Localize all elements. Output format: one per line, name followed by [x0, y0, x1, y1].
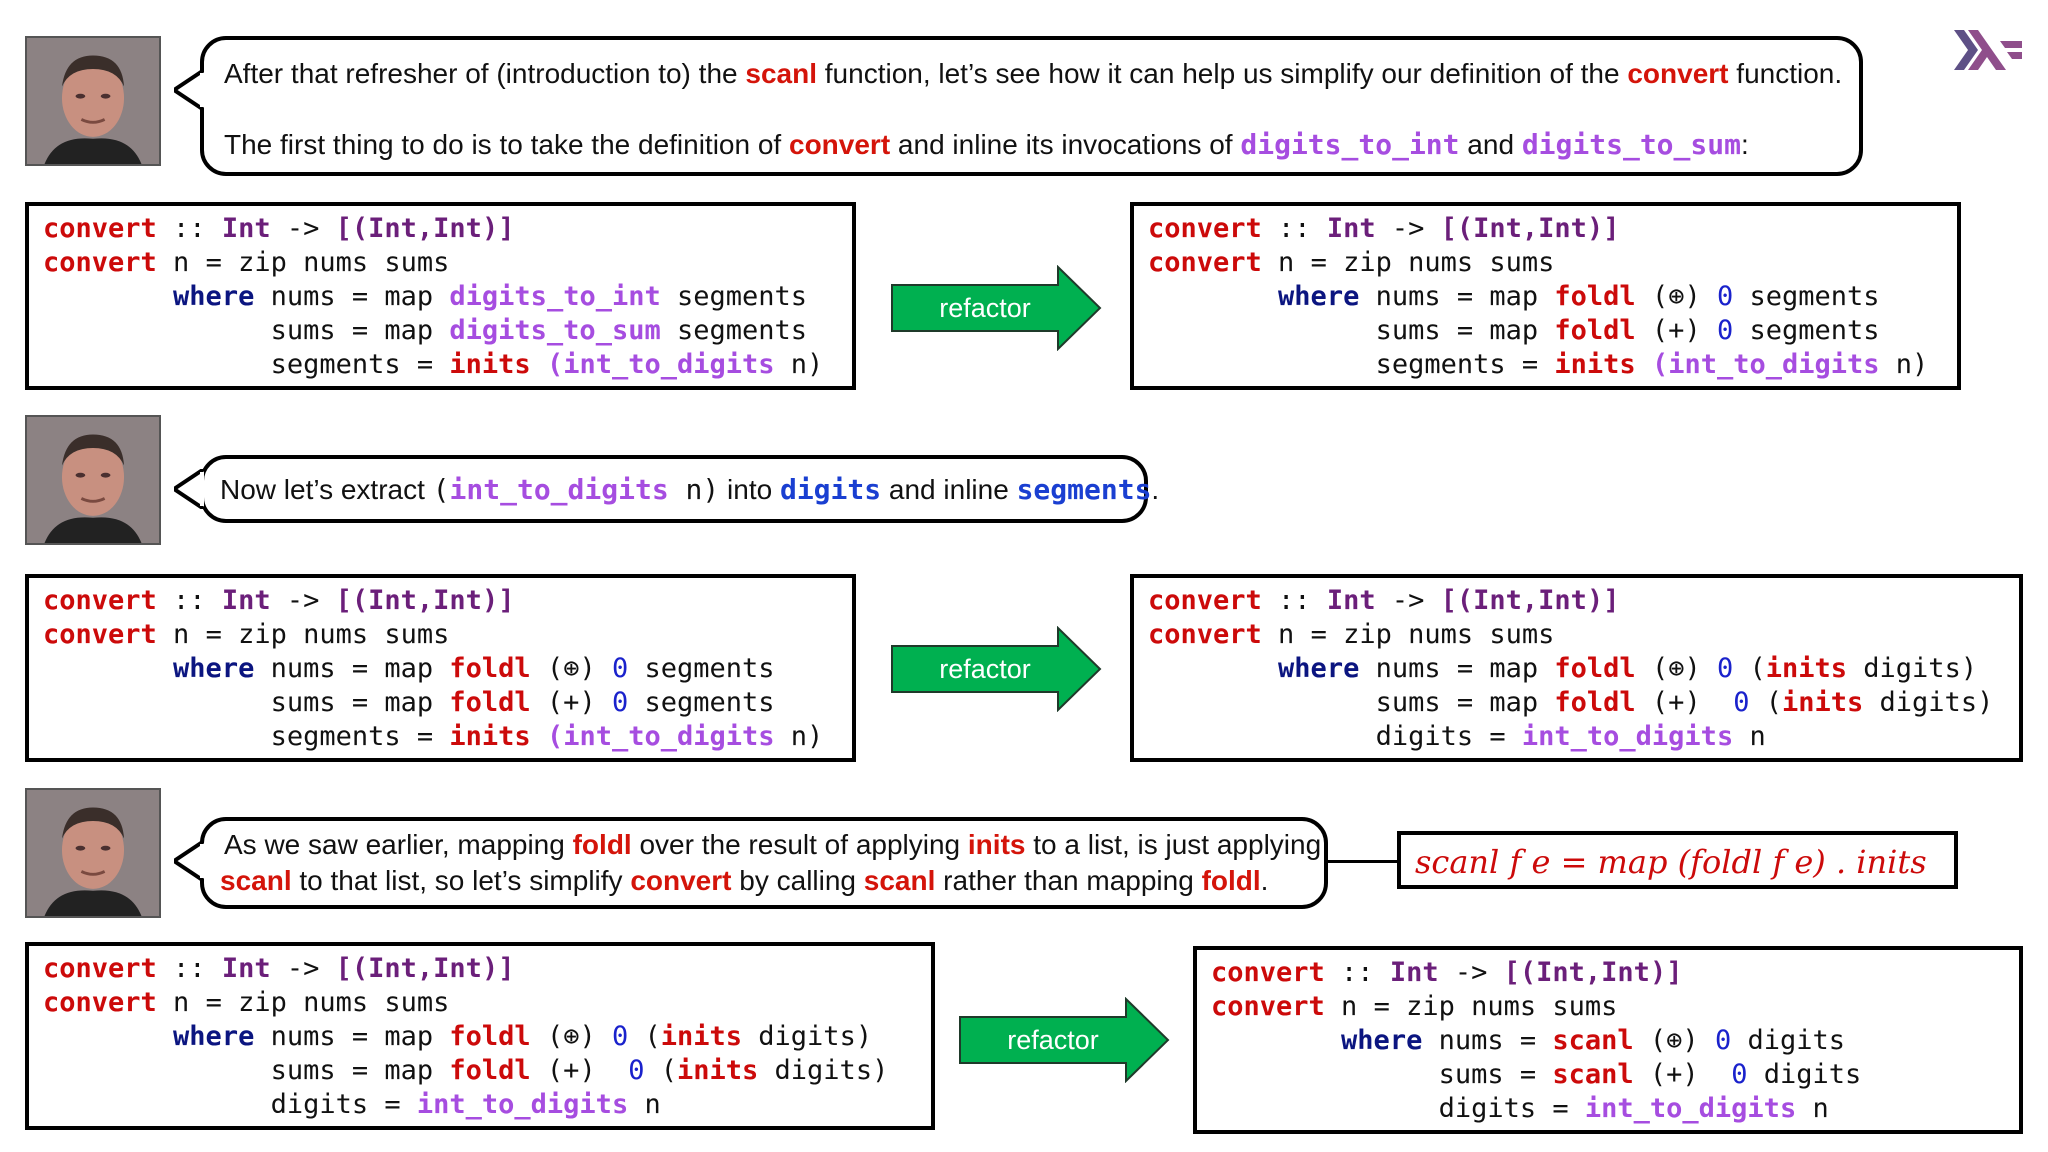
scanl-formula-box: scanl f e = map (foldl f e) . inits: [1397, 831, 1958, 889]
arrow-right-icon: [891, 626, 1102, 712]
bubble-scanl-line2: scanl to that list, so let’s simplify co…: [220, 865, 1269, 896]
presenter-avatar: [25, 36, 161, 166]
haskell-logo-icon: [1954, 30, 2022, 70]
code-box-inlined-copy: convert :: Int -> [(Int,Int)] convert n …: [25, 574, 856, 762]
presenter-avatar: [25, 415, 161, 545]
code-box-scanl: convert :: Int -> [(Int,Int)] convert n …: [1193, 946, 2023, 1134]
arrow-right-icon: [891, 265, 1102, 351]
bubble-tail: [174, 469, 204, 509]
bubble-intro-line2: The first thing to do is to take the def…: [224, 128, 1749, 161]
bubble-scanl-line1: As we saw earlier, mapping foldl over th…: [224, 829, 1322, 860]
bubble-tail: [174, 841, 204, 881]
speech-bubble-intro: After that refresher of (introduction to…: [174, 36, 1863, 176]
scanl-formula: scanl f e = map (foldl f e) . inits: [1415, 843, 1927, 881]
refactor-arrow-1: refactor: [890, 265, 1102, 351]
speech-bubble-scanl: As we saw earlier, mapping foldl over th…: [174, 817, 1328, 909]
formula-connector-line: [1328, 860, 1398, 863]
presenter-photo: [27, 417, 159, 543]
code-box-original: convert :: Int -> [(Int,Int)] convert n …: [25, 202, 856, 390]
code-inlined: convert :: Int -> [(Int,Int)] convert n …: [1148, 213, 1929, 380]
code-box-extracted: convert :: Int -> [(Int,Int)] convert n …: [1130, 574, 2023, 762]
code-box-inlined: convert :: Int -> [(Int,Int)] convert n …: [1130, 202, 1961, 390]
code-inlined-copy: convert :: Int -> [(Int,Int)] convert n …: [43, 585, 824, 752]
presenter-avatar: [25, 788, 161, 918]
bubble-intro-line1: After that refresher of (introduction to…: [224, 58, 1843, 89]
refactor-label: refactor: [939, 654, 1031, 684]
code-original: convert :: Int -> [(Int,Int)] convert n …: [43, 213, 824, 380]
code-box-extracted-copy: convert :: Int -> [(Int,Int)] convert n …: [25, 942, 935, 1130]
bubble-tail: [174, 70, 204, 110]
code-scanl: convert :: Int -> [(Int,Int)] convert n …: [1211, 957, 1862, 1124]
presenter-photo: [27, 790, 159, 916]
speech-bubble-extract: Now let’s extract (int_to_digits n) into…: [174, 455, 1159, 523]
bubble-extract-line1: Now let’s extract (int_to_digits n) into…: [220, 473, 1160, 506]
presenter-photo: [27, 38, 159, 164]
arrow-right-icon: [959, 997, 1170, 1083]
code-extracted: convert :: Int -> [(Int,Int)] convert n …: [1148, 585, 1994, 752]
refactor-arrow-2: refactor: [890, 626, 1102, 712]
refactor-label: refactor: [939, 293, 1031, 323]
code-extracted-copy: convert :: Int -> [(Int,Int)] convert n …: [43, 953, 889, 1120]
refactor-label: refactor: [1007, 1025, 1099, 1055]
refactor-arrow-3: refactor: [958, 997, 1170, 1083]
